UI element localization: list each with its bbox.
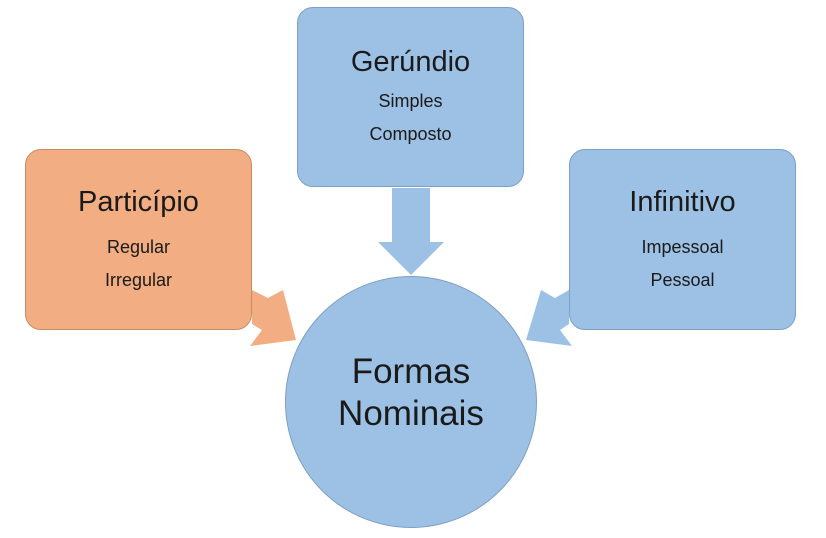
infinitivo-item-pessoal: Pessoal <box>650 270 715 290</box>
infinitivo-items: Impessoal Pessoal <box>570 231 795 297</box>
participio-item-irregular: Irregular <box>104 270 173 290</box>
center-title-line1: Formas <box>351 352 471 391</box>
gerundio-item-composto: Composto <box>369 124 452 144</box>
arrow-gerundio-to-center <box>378 188 444 275</box>
participio-title: Particípio <box>78 186 199 218</box>
center-title-line2: Nominais <box>338 394 484 433</box>
formas-nominais-circle: Formas Nominais <box>285 276 537 528</box>
participio-box: Particípio Regular Irregular <box>25 149 252 330</box>
infinitivo-box: Infinitivo Impessoal Pessoal <box>569 149 796 330</box>
gerundio-box: Gerúndio Simples Composto <box>297 7 524 187</box>
participio-item-regular: Regular <box>106 237 171 257</box>
infinitivo-title: Infinitivo <box>629 186 736 218</box>
infinitivo-item-impessoal: Impessoal <box>641 237 724 257</box>
gerundio-title: Gerúndio <box>350 46 471 78</box>
arrow-participio-to-center <box>250 290 296 346</box>
gerundio-items: Simples Composto <box>298 85 523 151</box>
arrow-infinitivo-to-center <box>526 290 572 346</box>
gerundio-item-simples: Simples <box>378 91 443 111</box>
participio-items: Regular Irregular <box>26 231 251 297</box>
